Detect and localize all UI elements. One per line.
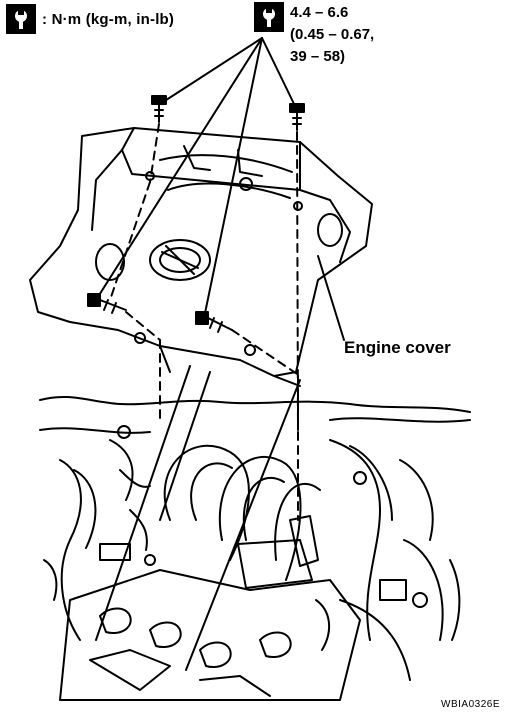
engine-cover-label: Engine cover: [344, 338, 451, 357]
legend-units-text: : N·m (kg-m, in-lb): [42, 10, 175, 28]
bolt-center: [195, 311, 233, 333]
torque-spec: 4.4 – 6.6 (0.45 – 0.67, 39 – 58): [254, 2, 374, 68]
engine-block: [39, 395, 471, 701]
alignment-dashed-lines: [109, 123, 301, 521]
engine-cover-outline: [29, 127, 373, 387]
engine-cover-leader: [317, 255, 345, 341]
torque-value-inlb: 39 – 58): [290, 48, 346, 65]
torque-value-nm: 4.4 – 6.6: [290, 4, 349, 21]
bolt-left: [87, 293, 127, 314]
bolt-top-left: [151, 95, 167, 123]
torque-legend: : N·m (kg-m, in-lb): [6, 4, 174, 34]
torque-value-kgm: (0.45 – 0.67,: [290, 26, 375, 43]
bolt-top-right: [289, 103, 305, 131]
torque-wrench-icon: [6, 4, 36, 34]
stud-pointer-lines: [95, 365, 301, 671]
figure-id: WBIA0326E: [441, 699, 500, 710]
torque-wrench-icon: [254, 2, 284, 32]
